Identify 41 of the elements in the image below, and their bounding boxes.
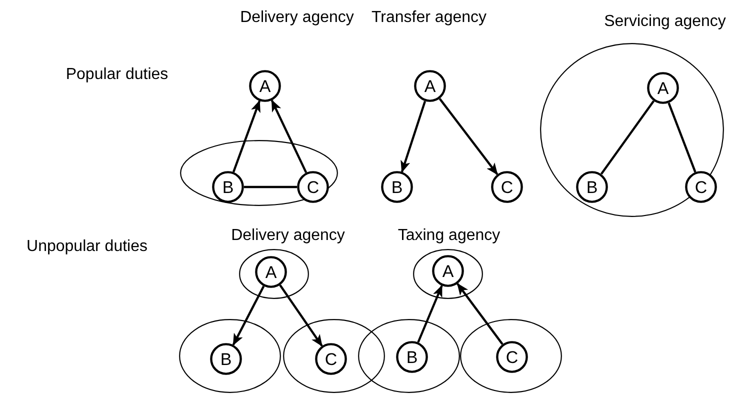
node-circle: C [297, 171, 329, 203]
arrow [279, 284, 323, 347]
column-heading: Taxing agency [398, 227, 500, 245]
group-ellipse [179, 319, 281, 393]
column-heading: Transfer agency [372, 9, 486, 27]
column-heading: Delivery agency [240, 9, 354, 27]
connector-line [244, 186, 297, 188]
group-ellipse [460, 319, 562, 393]
arrow [438, 98, 498, 176]
connector-line [668, 102, 696, 172]
node-circle: C [315, 343, 347, 375]
row-heading: Unpopular duties [26, 238, 148, 256]
node-circle: B [576, 171, 608, 203]
column-heading: Delivery agency [231, 227, 345, 245]
node-circle: C [685, 171, 717, 203]
column-heading: Servicing agency [604, 13, 726, 31]
node-circle: B [212, 171, 244, 203]
node-circle: B [396, 341, 428, 373]
node-circle: A [414, 70, 446, 102]
group-ellipse [180, 140, 338, 206]
node-circle: A [432, 255, 464, 287]
arrow [456, 283, 504, 345]
node-circle: C [491, 171, 523, 203]
connector-line [600, 100, 655, 175]
node-circle: A [255, 256, 287, 288]
node-circle: B [210, 343, 242, 375]
arrow [417, 284, 443, 343]
node-circle: C [496, 341, 528, 373]
node-circle: B [381, 171, 413, 203]
node-circle: A [647, 72, 679, 104]
node-circle: A [249, 70, 281, 102]
arrow [232, 100, 261, 172]
arrow [232, 286, 265, 346]
group-ellipse [283, 319, 385, 393]
group-ellipse [413, 249, 483, 299]
row-heading: Popular duties [66, 66, 168, 84]
group-ellipse [358, 319, 460, 393]
group-ellipse [239, 249, 309, 299]
arrow [270, 100, 308, 174]
arrow [400, 100, 426, 173]
group-ellipse [540, 43, 724, 217]
